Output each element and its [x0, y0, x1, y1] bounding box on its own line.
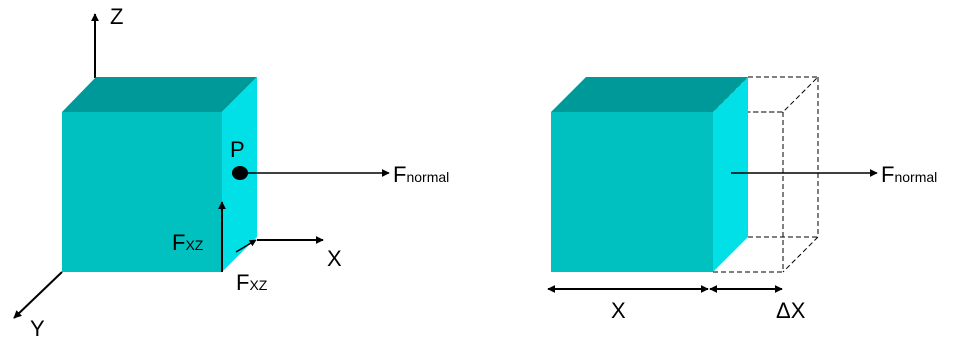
f-normal-label: Fnormal: [393, 162, 449, 187]
f-xz-horizontal-label: FXZ: [236, 270, 268, 295]
f-xz-horizontal-main: F: [236, 270, 249, 295]
left-cube-top: [62, 77, 257, 112]
displaced-box-bottom-diag: [782, 236, 819, 273]
point-p-marker: [232, 166, 248, 180]
delta-label: ΔX: [776, 298, 806, 323]
right-cube-top: [551, 77, 748, 112]
right-cube-front: [551, 112, 713, 272]
z-axis-label: Z: [110, 4, 123, 29]
x-axis-label: X: [327, 246, 342, 271]
f-normal-sub: normal: [406, 169, 449, 185]
point-p-label: P: [230, 137, 245, 162]
length-label: X: [611, 298, 626, 323]
f-xz-vertical-main: F: [172, 230, 185, 255]
y-axis: [13, 271, 63, 319]
f-normal-main-right: F: [881, 162, 894, 187]
left-figure: Z Y P Fnormal FXZ FXZ X: [13, 4, 449, 341]
f-normal-main: F: [393, 162, 406, 187]
left-cube-front: [62, 112, 222, 272]
f-xz-horizontal-sub: XZ: [249, 277, 267, 293]
right-cube-side: [713, 77, 748, 272]
f-xz-vertical-sub: XZ: [185, 237, 203, 253]
f-normal-label-right: Fnormal: [881, 162, 937, 187]
f-xz-vertical-label: FXZ: [172, 230, 204, 255]
y-axis-label: Y: [30, 316, 45, 341]
f-xz-horizontal-arrow: [235, 239, 257, 253]
f-normal-sub-right: normal: [894, 169, 937, 185]
right-figure: Fnormal X ΔX: [547, 76, 937, 323]
